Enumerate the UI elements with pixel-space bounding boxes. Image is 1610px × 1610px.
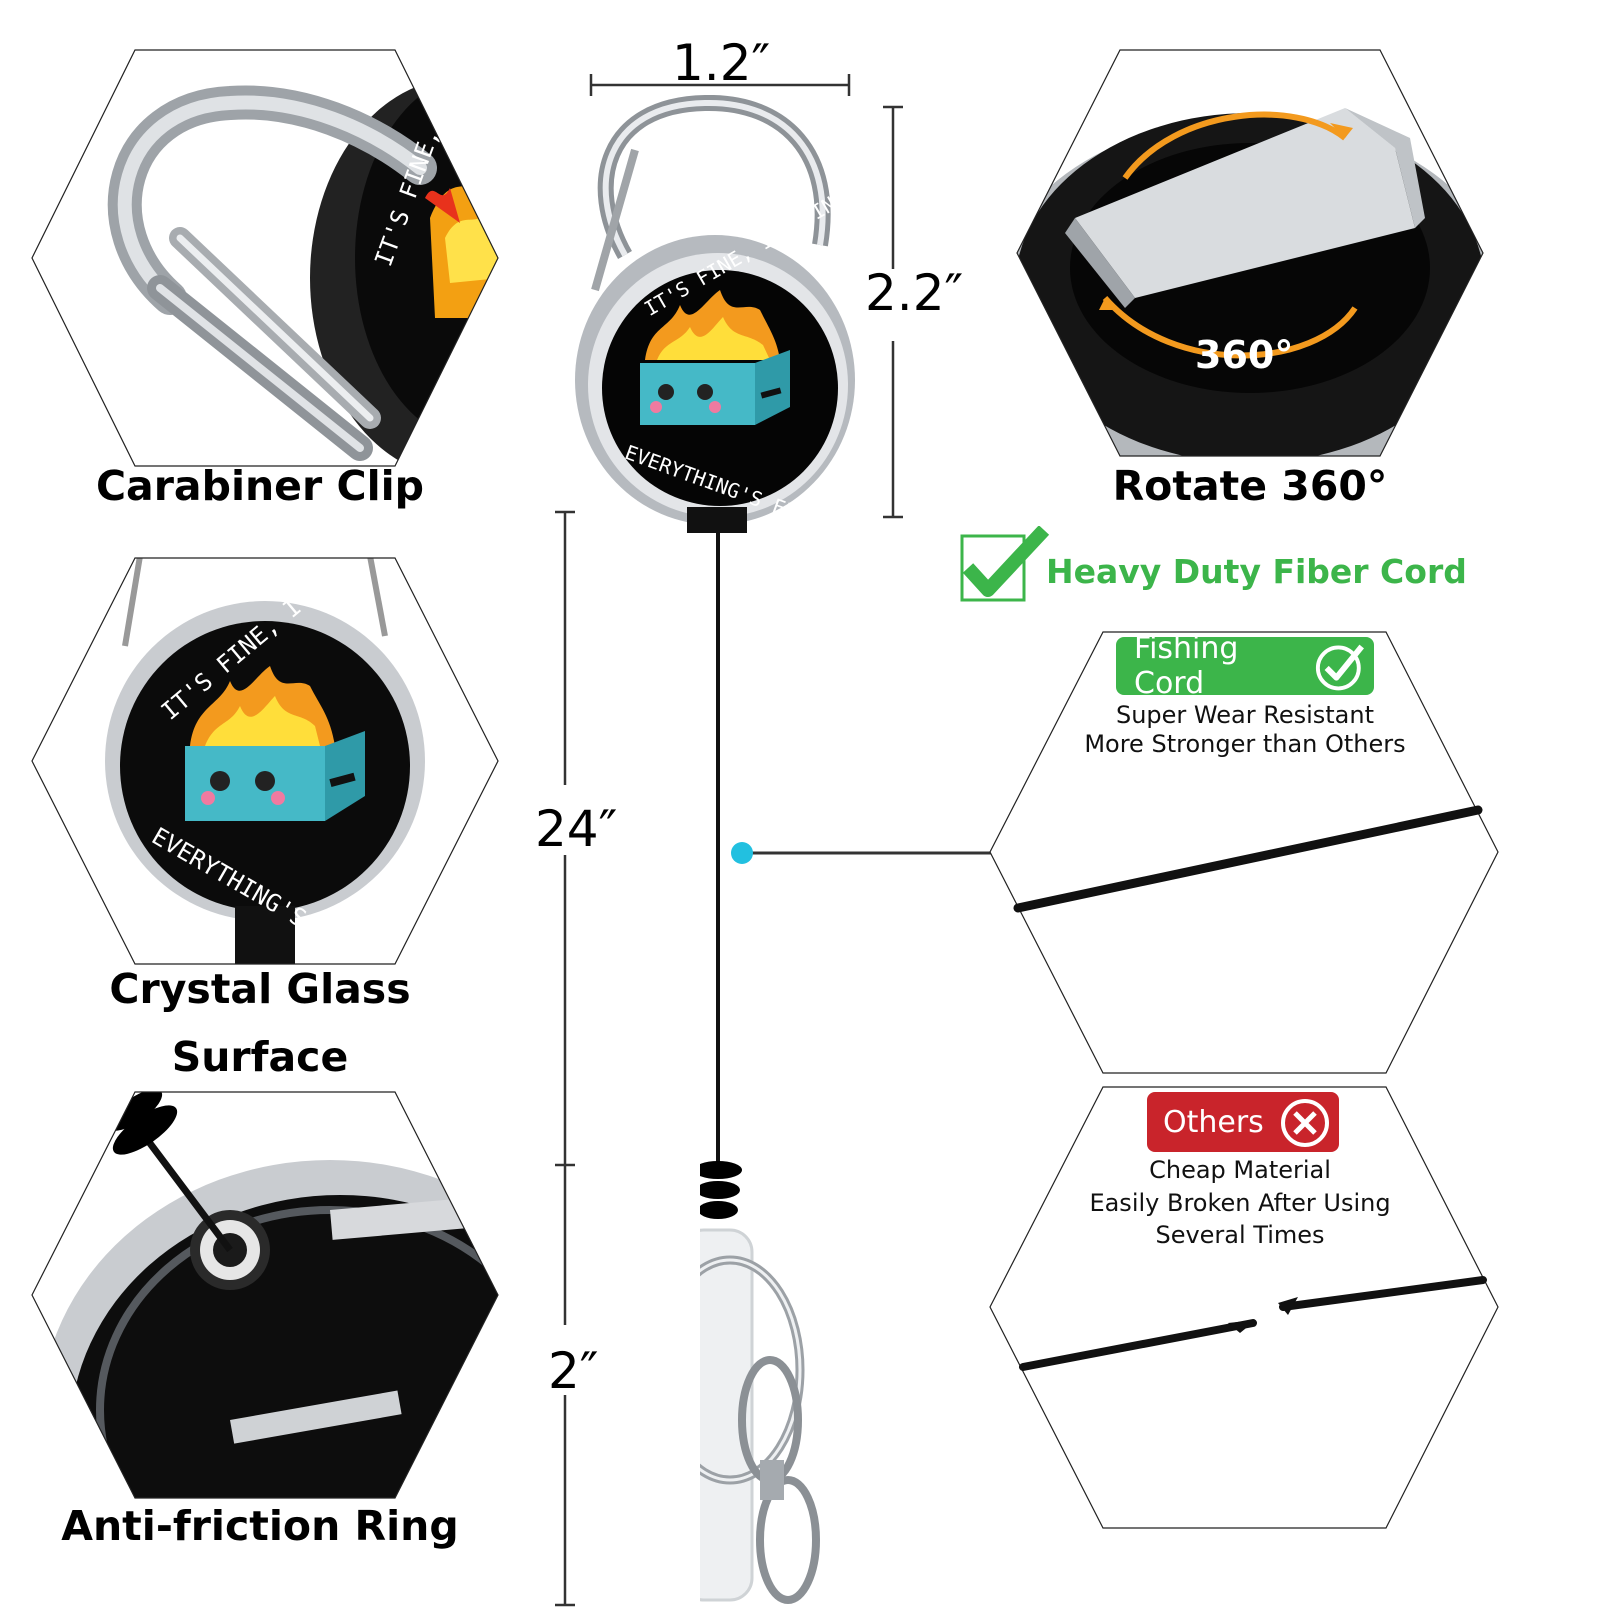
others-line1: Cheap Material bbox=[1149, 1156, 1331, 1184]
fishing-cord-line2: More Stronger than Others bbox=[1084, 730, 1406, 758]
crystal-glass-hexagon: IT'S FINE, I'M FINE EVERYTHING'S FINE. bbox=[31, 556, 499, 966]
width-dimension-label: 1.2″ bbox=[672, 34, 771, 92]
fishing-cord-line1: Super Wear Resistant bbox=[1115, 701, 1374, 729]
heavy-duty-label: Heavy Duty Fiber Cord bbox=[1046, 552, 1467, 591]
clip-length-label: 2″ bbox=[548, 1342, 599, 1400]
check-circle-icon bbox=[1316, 644, 1365, 691]
anti-friction-hexagon bbox=[31, 1091, 499, 1499]
carabiner-clip-hexagon: IT'S FINE, bbox=[31, 49, 499, 467]
others-title: Others bbox=[1163, 1104, 1264, 1140]
crystal-glass-label-line1: Crystal Glass bbox=[109, 965, 411, 1013]
badge-reel-image bbox=[575, 95, 855, 533]
x-circle-icon bbox=[1281, 1099, 1329, 1147]
width-dimension-line bbox=[589, 74, 851, 96]
rotate-360-hexagon: 360° bbox=[1016, 49, 1484, 457]
others-line2: Easily Broken After Using bbox=[1089, 1189, 1391, 1217]
rotate-360-badge: 360° bbox=[1195, 333, 1293, 377]
fishing-cord-hexagon bbox=[989, 631, 1499, 1074]
anti-friction-label: Anti-friction Ring bbox=[61, 1502, 459, 1550]
fishing-cord-title: Fishing Cord bbox=[1134, 631, 1239, 701]
crystal-glass-label-line2: Surface bbox=[171, 1033, 349, 1081]
carabiner-clip-label: Carabiner Clip bbox=[95, 462, 425, 510]
retractable-cord bbox=[700, 530, 820, 1604]
height-dimension-label: 2.2″ bbox=[865, 264, 964, 322]
cord-length-label: 24″ bbox=[535, 800, 618, 858]
cord-dimension-line bbox=[555, 510, 575, 1607]
height-dimension-line bbox=[883, 105, 903, 519]
broken-cord-left bbox=[1019, 1319, 1257, 1371]
cord-callout-line bbox=[731, 842, 994, 864]
strong-cord-line bbox=[1013, 805, 1483, 913]
broken-cord-right bbox=[1279, 1276, 1487, 1311]
checkbox-check-icon bbox=[960, 526, 1050, 602]
others-title-badge: Others bbox=[1147, 1092, 1339, 1152]
others-line3: Several Times bbox=[1155, 1221, 1325, 1249]
others-cord-hexagon bbox=[989, 1086, 1499, 1529]
fishing-cord-title-badge: Fishing Cord bbox=[1116, 631, 1374, 701]
rotate-360-label: Rotate 360° bbox=[1112, 462, 1388, 510]
